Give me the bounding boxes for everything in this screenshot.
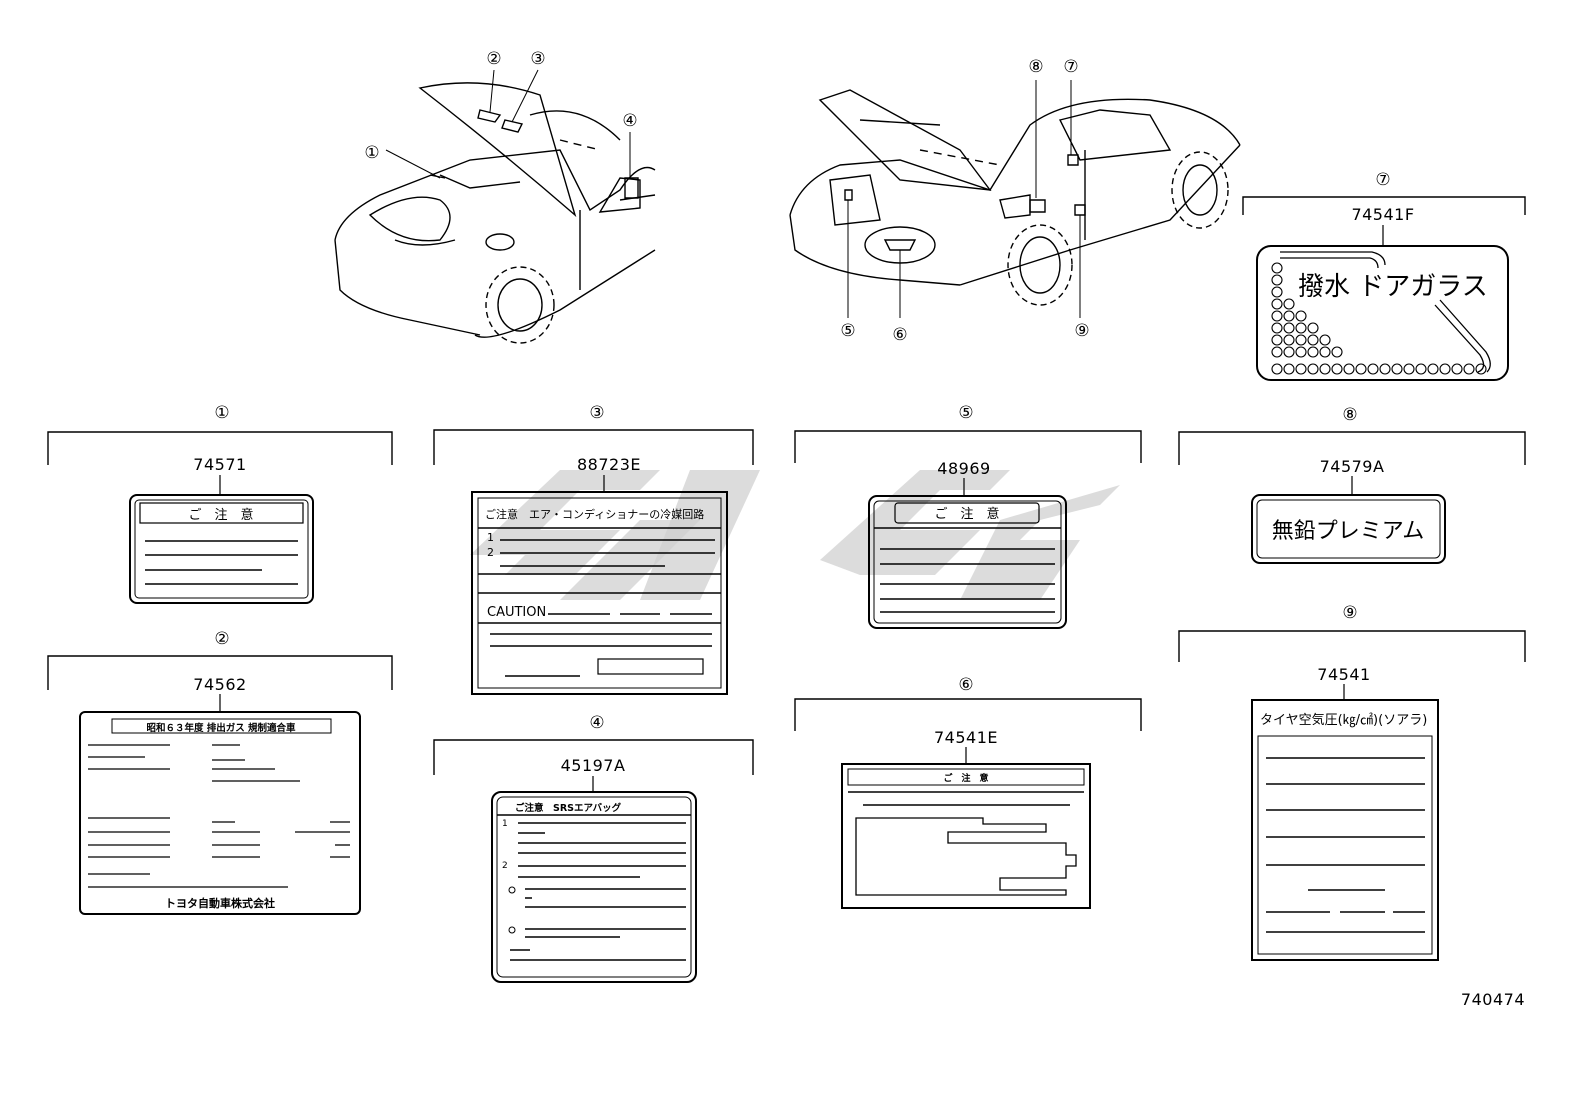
section-callout-2: ② [214, 629, 229, 649]
section-callout-7: ⑦ [1375, 170, 1390, 190]
car-callouts: ① ② ③ ④ ⑤ ⑥ ⑧ ⑦ ⑨ [364, 49, 1089, 345]
car-callout-2: ② [486, 49, 501, 69]
label-45197A: ご注意 SRSエアバッグ 1 2 [491, 791, 697, 983]
rear-car-drawing [789, 80, 1241, 318]
label-74562-footer: トヨタ自動車株式会社 [165, 896, 275, 910]
section-callouts: ① ② ③ ④ ⑤ ⑥ ⑦ ⑧ ⑨ [214, 170, 1390, 733]
label-74571-title: ご 注 意 [188, 507, 253, 523]
part-number-88723E: 88723E [577, 455, 641, 474]
car-callout-1: ① [364, 143, 379, 163]
section-callout-6: ⑥ [958, 675, 973, 695]
car-callout-4: ④ [622, 111, 637, 131]
label-74541E-title: ご 注 意 [943, 772, 988, 784]
diagram-code: 740474 [1461, 990, 1525, 1009]
label-74562: 昭和６３年度 排出ガス 規制適合車 トヨタ自動車株式会社 [79, 711, 361, 915]
car-callout-3: ③ [530, 49, 545, 69]
label-48969: ご 注 意 [868, 495, 1067, 629]
section-callout-8: ⑧ [1342, 405, 1357, 425]
label-88723E-caution: CAUTION [487, 605, 546, 620]
label-45197A-item-1: 1 [502, 819, 508, 829]
label-74541F: 撥水 ドアガラス [1256, 245, 1509, 381]
part-numbers: 74571 74562 88723E 45197A 48969 74541E 7… [193, 205, 1525, 1009]
section-callout-3: ③ [589, 403, 604, 423]
section-brackets [47, 196, 1526, 775]
car-callout-9: ⑨ [1074, 321, 1089, 341]
label-88723E: ご注意 エア・コンディショナーの冷媒回路 1 2 CAUTION [471, 491, 728, 695]
label-74579A: 無鉛プレミアム [1251, 494, 1446, 564]
part-number-45197A: 45197A [561, 756, 626, 775]
part-number-74541E: 74541E [934, 728, 998, 747]
section-callout-9: ⑨ [1342, 603, 1357, 623]
part-number-74541: 74541 [1317, 665, 1370, 684]
front-car-drawing [334, 69, 656, 344]
part-number-74571: 74571 [193, 455, 246, 474]
label-88723E-item-1: 1 [487, 531, 494, 544]
label-74541E: ご 注 意 [841, 763, 1091, 909]
label-74579A-title: 無鉛プレミアム [1272, 519, 1424, 544]
part-number-74579A: 74579A [1320, 457, 1385, 476]
label-74541: タイヤ空気圧(㎏/㎠)(ソアラ) [1251, 699, 1439, 961]
label-74541F-title: 撥水 ドアガラス [1298, 272, 1488, 302]
section-callout-4: ④ [589, 713, 604, 733]
car-callout-7: ⑦ [1063, 57, 1078, 77]
car-callout-5: ⑤ [840, 321, 855, 341]
watermark-logo [470, 470, 1120, 600]
label-48969-title: ご 注 意 [934, 506, 999, 522]
car-callout-6: ⑥ [892, 325, 907, 345]
part-number-48969: 48969 [937, 459, 990, 478]
label-74541-title: タイヤ空気圧(㎏/㎠)(ソアラ) [1260, 712, 1427, 728]
car-callout-8: ⑧ [1028, 57, 1043, 77]
section-callout-1: ① [214, 403, 229, 423]
label-88723E-item-2: 2 [487, 546, 494, 559]
label-74571: ご 注 意 [129, 494, 314, 604]
label-74541F-dot-pattern [1271, 262, 1487, 375]
section-callout-5: ⑤ [958, 403, 973, 423]
label-74562-title: 昭和６３年度 排出ガス 規制適合車 [146, 722, 296, 734]
leader-lines [219, 225, 1384, 792]
label-45197A-item-2: 2 [502, 861, 508, 871]
label-88723E-title: ご注意 エア・コンディショナーの冷媒回路 [485, 507, 704, 521]
part-number-74541F: 74541F [1351, 205, 1414, 224]
label-45197A-title: ご注意 SRSエアバッグ [515, 802, 622, 814]
part-number-74562: 74562 [193, 675, 246, 694]
